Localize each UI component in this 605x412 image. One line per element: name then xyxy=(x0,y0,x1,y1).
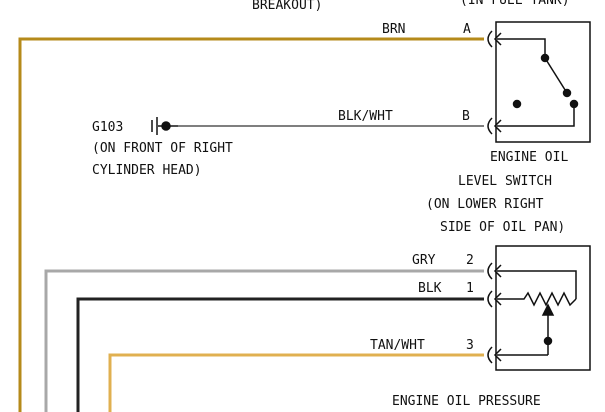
blk-wht-wire-label: BLK/WHT xyxy=(338,109,393,124)
in-fuel-tank-label: (IN FUEL TANK) xyxy=(460,0,570,8)
ground-symbol-icon xyxy=(151,117,178,135)
level-switch-label-4: SIDE OF OIL PAN) xyxy=(440,220,565,235)
pin-2-label: 2 xyxy=(466,253,474,268)
breakout-label: BREAKOUT) xyxy=(252,0,322,13)
g103-label: G103 xyxy=(92,120,123,135)
pin-1-label: 1 xyxy=(466,281,474,296)
tan-wht-wire-label: TAN/WHT xyxy=(370,338,425,353)
g103-location-line1: (ON FRONT OF RIGHT xyxy=(92,141,233,156)
level-switch-label-1: ENGINE OIL xyxy=(490,150,568,165)
brn-wire xyxy=(18,37,484,412)
blk-wire xyxy=(76,297,484,412)
pressure-sensor-connector xyxy=(487,262,502,364)
level-switch-connector xyxy=(487,30,502,135)
brn-wire-label: BRN xyxy=(382,22,405,37)
blk-wire-label: BLK xyxy=(418,281,442,296)
level-switch-label-3: (ON LOWER RIGHT xyxy=(426,197,544,212)
gry-wire xyxy=(44,269,484,412)
tan-wht-wire xyxy=(108,353,484,412)
engine-oil-level-switch xyxy=(495,21,591,143)
pin-b-label: B xyxy=(462,109,470,124)
pin-a-label: A xyxy=(463,22,471,37)
gry-wire-label: GRY xyxy=(412,253,436,268)
level-switch-label-2: LEVEL SWITCH xyxy=(458,174,552,189)
pressure-sensor-label: ENGINE OIL PRESSURE xyxy=(392,394,541,409)
engine-oil-pressure-sensor xyxy=(495,245,591,371)
pin-3-label: 3 xyxy=(466,338,474,353)
g103-location-line2: CYLINDER HEAD) xyxy=(92,163,202,178)
